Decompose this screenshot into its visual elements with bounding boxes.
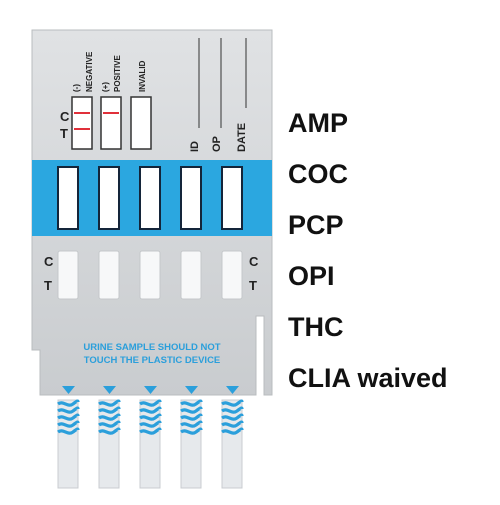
dip-strip-wave: [139, 406, 162, 414]
strip-window: [98, 250, 120, 300]
positive-key-window: [100, 96, 122, 150]
drug-panel-amp: AMP: [288, 108, 348, 138]
dip-strip-wave: [57, 399, 80, 407]
dip-strip: [180, 399, 203, 489]
dip-strip-wave: [221, 420, 244, 428]
strip-window: [57, 250, 79, 300]
key-c-marker: C: [60, 109, 70, 124]
date-field-label: DATE: [236, 123, 248, 152]
result-window: [221, 166, 243, 230]
warning-line-2: TOUCH THE PLASTIC DEVICE: [84, 355, 221, 366]
dip-strip-wave: [221, 413, 244, 421]
invalid-key-window: [130, 96, 152, 150]
clia-waived-label: CLIA waived: [288, 363, 448, 393]
dip-strip: [221, 399, 244, 489]
dip-arrow-icon: [144, 386, 157, 394]
strip-window: [221, 250, 243, 300]
dip-strip-wave: [98, 406, 121, 414]
invalid-label: INVALID: [138, 60, 147, 92]
negative-label: NEGATIVE: [85, 51, 94, 92]
dip-strip-wave: [98, 399, 121, 407]
left-c-marker: C: [44, 254, 54, 269]
positive-label: POSITIVE: [113, 54, 122, 92]
dip-strip-wave: [221, 399, 244, 407]
dip-strip-wave: [139, 413, 162, 421]
dip-strip-wave: [98, 427, 121, 435]
dip-strip-wave: [98, 420, 121, 428]
dip-strip-wave: [180, 420, 203, 428]
result-windows: [57, 166, 243, 230]
warning-line-1: URINE SAMPLE SHOULD NOT: [83, 342, 220, 353]
dip-strip-base: [221, 399, 243, 489]
drug-panel-pcp: PCP: [288, 210, 344, 240]
drug-panel-coc: COC: [288, 159, 348, 189]
dip-strip-wave: [57, 413, 80, 421]
dip-strip-wave: [221, 427, 244, 435]
dip-arrow-icon: [103, 386, 116, 394]
dip-strip-wave: [180, 427, 203, 435]
result-window: [139, 166, 161, 230]
dip-strip-base: [57, 399, 79, 489]
dip-strip-wave: [57, 427, 80, 435]
dip-arrow-icon: [185, 386, 198, 394]
key-t-marker: T: [60, 126, 68, 141]
right-c-marker: C: [249, 254, 259, 269]
dip-strip: [57, 399, 80, 489]
result-window: [180, 166, 202, 230]
dip-strip-base: [180, 399, 202, 489]
dip-strip-wave: [221, 406, 244, 414]
dip-strip-wave: [180, 413, 203, 421]
dip-arrow-icon: [62, 386, 75, 394]
dip-strip-base: [139, 399, 161, 489]
drug-panel-list: AMP COC PCP OPI THC CLIA waived: [288, 101, 448, 407]
strip-windows: [57, 250, 243, 300]
dip-strip: [98, 399, 121, 489]
result-window: [57, 166, 79, 230]
dip-strip-wave: [57, 406, 80, 414]
dip-strip-wave: [180, 399, 203, 407]
positive-sign-label: (+): [101, 82, 110, 92]
dip-strip-wave: [180, 406, 203, 414]
dip-strips: [57, 399, 244, 489]
drug-panel-thc: THC: [288, 312, 344, 342]
right-t-marker: T: [249, 278, 257, 293]
dip-strip: [139, 399, 162, 489]
dip-strip-wave: [98, 413, 121, 421]
dip-strip-base: [98, 399, 120, 489]
op-field-label: OP: [211, 136, 223, 152]
id-field-label: ID: [189, 141, 201, 152]
dip-arrows: [62, 386, 239, 394]
drug-panel-opi: OPI: [288, 261, 335, 291]
dip-strip-wave: [139, 427, 162, 435]
dip-strip-wave: [139, 399, 162, 407]
dip-arrow-icon: [226, 386, 239, 394]
result-window: [98, 166, 120, 230]
negative-sign-label: (-): [72, 84, 81, 92]
strip-window: [139, 250, 161, 300]
dip-strip-wave: [139, 420, 162, 428]
strip-window: [180, 250, 202, 300]
left-t-marker: T: [44, 278, 52, 293]
negative-key-window: [71, 96, 93, 150]
dip-strip-wave: [57, 420, 80, 428]
